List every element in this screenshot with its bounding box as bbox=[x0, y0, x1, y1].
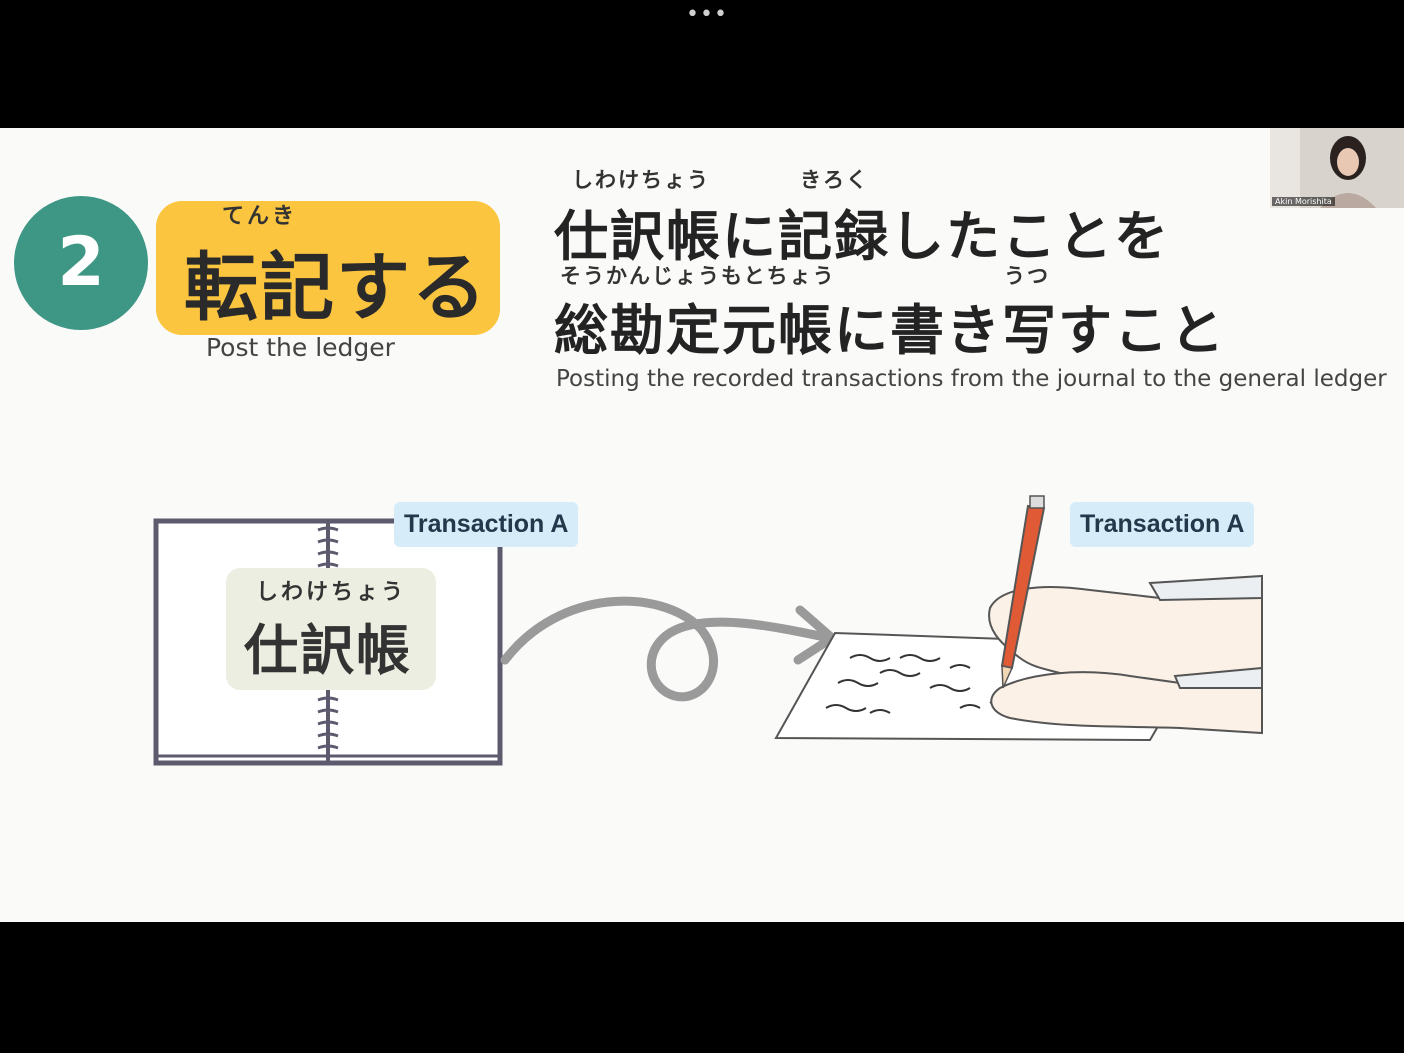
curly-arrow-icon bbox=[500, 596, 840, 702]
more-icon[interactable]: ••• bbox=[686, 2, 728, 27]
writing-hands-icon bbox=[774, 574, 1263, 742]
presentation-slide: 2 てんき 転記する Post the ledger しわけちょう きろく 仕訳… bbox=[0, 128, 1404, 922]
participant-name: Akin Morishita bbox=[1272, 197, 1335, 206]
slide-subtitle: Post the ledger bbox=[206, 333, 395, 362]
description-line1-ruby-a: しわけちょう bbox=[572, 168, 710, 192]
ledger-transaction-tag: Transaction A bbox=[1070, 502, 1255, 547]
description-line1: 仕訳帳に記録したことを bbox=[554, 205, 1170, 268]
slide-illustrations bbox=[153, 495, 1263, 766]
journal-title: 仕訳帳 bbox=[244, 619, 412, 682]
pencil-icon bbox=[1000, 495, 1046, 689]
participant-video bbox=[1270, 128, 1404, 208]
webcam-thumbnail[interactable]: Akin Morishita bbox=[1270, 128, 1404, 208]
journal-label-box bbox=[226, 568, 436, 690]
description-line2-ruby-a: そうかんじょうもとちょう bbox=[560, 264, 836, 288]
description-line1-ruby-b: きろく bbox=[800, 168, 869, 192]
window-bottom-bar bbox=[0, 922, 1404, 1053]
notebook-icon bbox=[153, 518, 503, 766]
journal-transaction-tag: Transaction A bbox=[394, 502, 579, 547]
slide-title: 転記する bbox=[184, 245, 488, 331]
window-top-bar: ••• bbox=[0, 0, 1404, 128]
description-line2: 総勘定元帳に書き写すこと bbox=[554, 299, 1226, 362]
description-english: Posting the recorded transactions from t… bbox=[556, 366, 1387, 392]
journal-ruby: しわけちょう bbox=[256, 580, 407, 605]
description-line2-ruby-b: うつ bbox=[1004, 264, 1050, 288]
step-number-badge: 2 bbox=[14, 196, 148, 330]
title-pill bbox=[156, 201, 500, 335]
title-ruby: てんき bbox=[222, 204, 298, 229]
